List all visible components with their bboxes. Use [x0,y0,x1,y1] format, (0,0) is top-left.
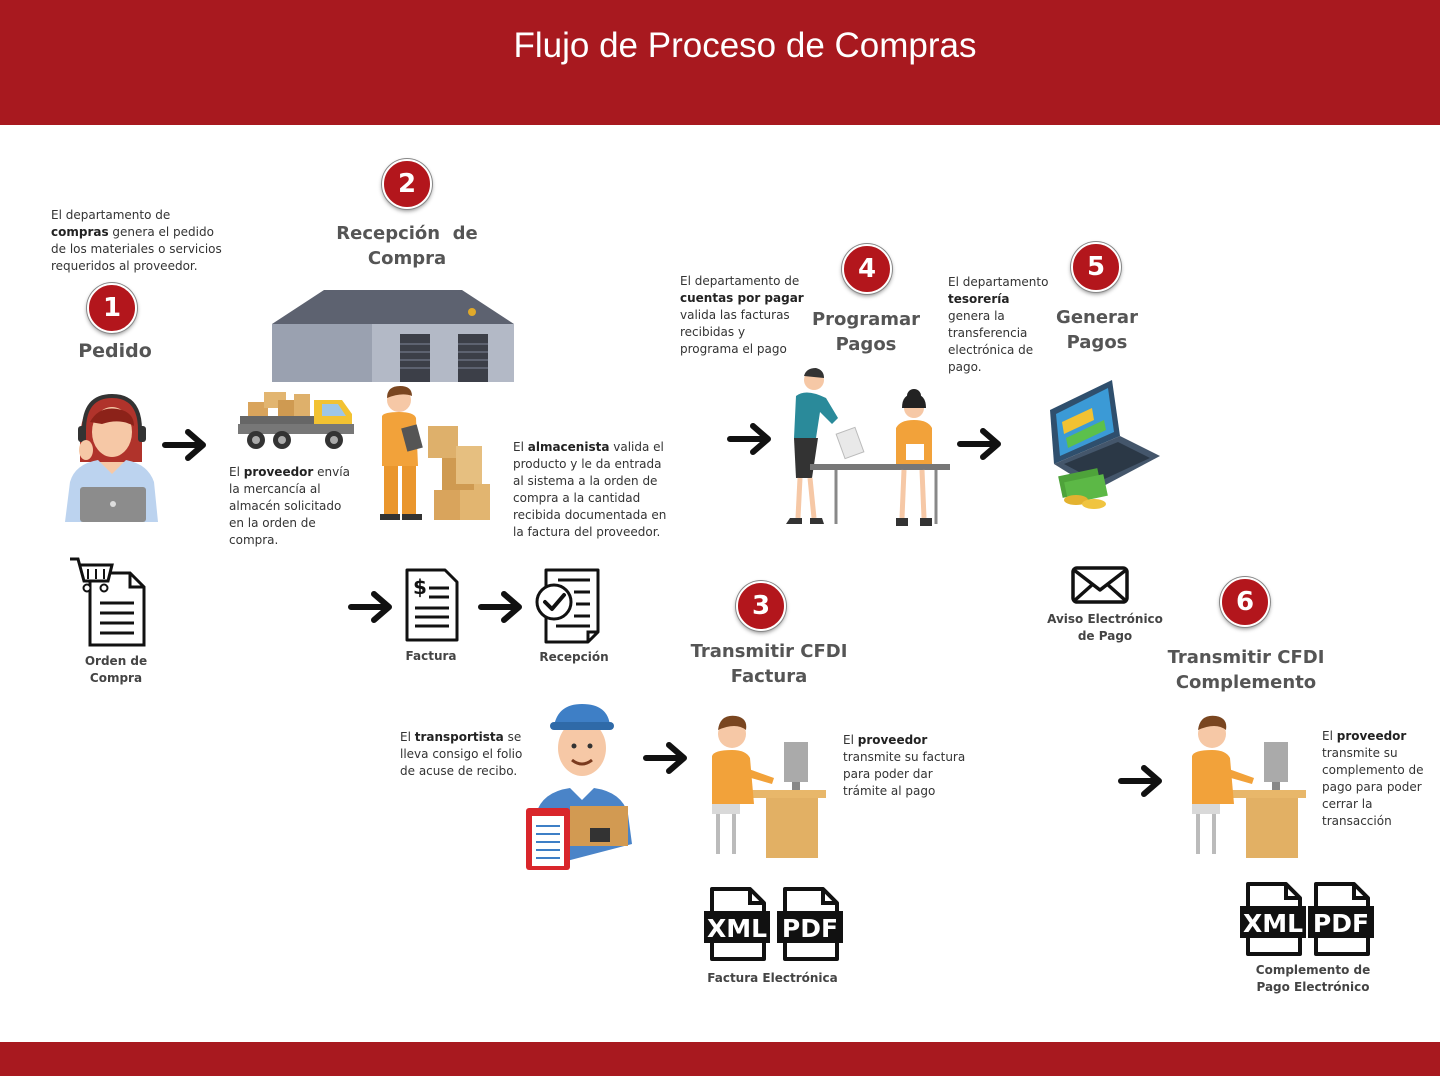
svg-text:$: $ [413,575,427,599]
arrow-right-icon [162,429,206,461]
reception-check-document-icon [535,568,600,644]
email-envelope-icon [1071,566,1129,604]
warehouse-worker-illustration [380,386,490,520]
step-3-badge: 3 [736,581,786,631]
almacenista-description: El almacenista valida el producto y le d… [513,440,667,539]
invoice-document-icon: $ [405,568,459,642]
pdf-file-icon: PDF [777,887,843,961]
warehouse-illustration [272,290,514,382]
cuentas-por-pagar-description: El departamento de cuentas por pagar val… [680,274,804,356]
delivery-man-illustration [526,704,632,870]
provider-at-computer-illustration [1192,715,1306,858]
svg-text:XML: XML [1243,909,1303,938]
step-2-badge: 2 [382,159,432,209]
accounts-payable-illustration [786,368,950,526]
svg-text:PDF: PDF [1313,909,1369,938]
buyer-illustration [65,393,158,522]
proveedor-factura-description: El proveedor transmite su factura para p… [843,733,966,798]
footer-bar [0,1042,1440,1076]
factura-caption: Factura [405,649,457,663]
step-6-badge: 6 [1220,577,1270,627]
step-1-badge: 1 [87,283,137,333]
shopping-cart-document-icon [70,557,146,647]
recepcion-caption: Recepción [539,650,609,664]
xml-file-icon: XML [704,887,770,961]
arrow-right-icon [348,591,392,623]
tesoreria-description: El departamento tesorería genera la tran… [948,275,1049,374]
step-5-badge: 5 [1071,242,1121,292]
svg-text:PDF: PDF [782,914,838,943]
svg-text:XML: XML [707,914,767,943]
arrow-right-icon [643,742,687,774]
arrow-right-icon [1118,765,1162,797]
step-4-badge: 4 [842,244,892,294]
arrow-right-icon [478,591,522,623]
transportista-description: El transportista se lleva consigo el fol… [400,730,523,778]
pdf-file-icon: PDF [1308,882,1374,956]
provider-at-computer-illustration [712,715,826,858]
page-title: Flujo de Proceso de Compras [513,26,977,65]
header-bar: Flujo de Proceso de Compras [0,0,1440,125]
proveedor-envia-description: El proveedor envía la mercancía al almac… [229,465,350,547]
pedido-description: El departamento de compras genera el ped… [51,208,222,273]
truck-illustration [238,392,354,449]
xml-file-icon: XML [1240,882,1306,956]
arrow-right-icon [957,428,1001,460]
proveedor-complemento-description: El proveedor transmite su complemento de… [1322,729,1424,828]
step-1-title: Pedido [78,340,152,362]
arrow-right-icon [727,423,771,455]
factura-electronica-caption: Factura Electrónica [707,971,838,985]
laptop-money-illustration [1050,380,1160,509]
